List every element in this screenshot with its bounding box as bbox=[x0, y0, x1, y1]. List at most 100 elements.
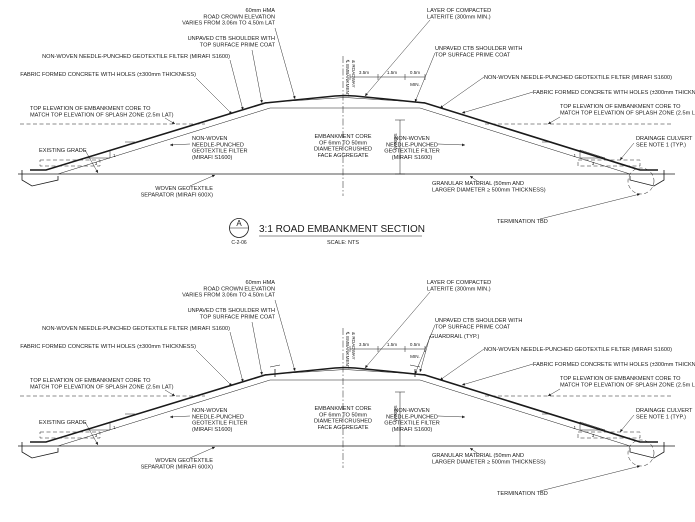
ctb-shoulder-right-label-line: TOP SURFACE PRIME COAT bbox=[435, 324, 511, 330]
laterite-label-line: LATERITE (300mm MIN.) bbox=[427, 14, 491, 20]
leader-arrowhead bbox=[414, 98, 418, 102]
leader-arrowhead bbox=[292, 95, 296, 99]
top-elevation-left-label-line: MATCH TOP ELEVATION OF SPLASH ZONE (2.5m… bbox=[30, 112, 174, 118]
drainage-culvert-label-line: DRAINAGE CULVERT bbox=[636, 136, 693, 142]
slope-indicator-left bbox=[84, 421, 111, 431]
centerline-label: ℄ EMBANKMENT bbox=[345, 331, 350, 369]
slope-indicator-left bbox=[84, 149, 111, 159]
pavement-layer bbox=[264, 97, 426, 103]
termination-leader bbox=[539, 465, 641, 492]
ctb-shoulder-left-label-line: UNPAVED CTB SHOULDER WITH bbox=[188, 36, 275, 42]
leader-arrowhead bbox=[211, 446, 215, 450]
section-title: 3:1 ROAD EMBANKMENT SECTION bbox=[259, 224, 425, 235]
filter-right-leader bbox=[437, 415, 466, 418]
filter-right-label-line: NEEDLE-PUNCHED bbox=[386, 142, 438, 148]
right-toe-block bbox=[629, 442, 665, 459]
leader-arrowhead bbox=[548, 393, 552, 396]
termination-detail-circle bbox=[627, 167, 655, 195]
laterite-label-line: LATERITE (300mm MIN.) bbox=[427, 286, 491, 292]
leader-arrowhead bbox=[636, 465, 640, 469]
top-elevation-left-label-line: MATCH TOP ELEVATION OF SPLASH ZONE (2.5m… bbox=[30, 384, 174, 390]
geotextile-right-leader bbox=[439, 76, 485, 109]
filter-left-label-line: NEEDLE-PUNCHED bbox=[192, 142, 244, 148]
filter-left-label-line: NON-WOVEN bbox=[192, 136, 227, 142]
leader-arrowhead bbox=[260, 371, 263, 375]
geotextile-left-leader bbox=[229, 59, 244, 111]
filter-right-label-line: GEOTEXTILE FILTER bbox=[384, 149, 440, 155]
geotextile-right-label: NON-WOVEN NEEDLE-PUNCHED GEOTEXTILE FILT… bbox=[484, 347, 672, 353]
ctb-shoulder-left-label-line: TOP SURFACE PRIME COAT bbox=[200, 314, 276, 320]
slope-ratio-rise: 1 bbox=[113, 425, 116, 430]
leader-arrowhead bbox=[419, 368, 423, 372]
fabric-concrete-left-label: FABRIC FORMED CONCRETE WITH HOLES (±300m… bbox=[20, 344, 196, 350]
filter-left-leader bbox=[169, 143, 191, 146]
leader-arrowhead bbox=[292, 367, 296, 371]
section-scale: SCALE: NTS bbox=[327, 240, 359, 246]
dimension-1-5m: 1.5m bbox=[387, 70, 397, 75]
hma-label-line: 60mm HMA bbox=[245, 8, 275, 14]
top-elevation-left-label-line: TOP ELEVATION OF EMBANKMENT CORE TO bbox=[30, 106, 151, 112]
fabric-concrete-left-leader bbox=[195, 349, 233, 387]
drainage-culvert-left bbox=[39, 431, 101, 439]
existing-grade-leader bbox=[84, 149, 99, 174]
leader-arrowhead bbox=[95, 441, 98, 445]
embankment-core-label-line: DIAMETER CRUSHED bbox=[314, 419, 372, 425]
geotextile-left-label: NON-WOVEN NEEDLE-PUNCHED GEOTEXTILE FILT… bbox=[42, 54, 230, 60]
embankment-core-label-line: FACE AGGREGATE bbox=[318, 425, 369, 431]
centerline-label: ℄ EMBANKMENT bbox=[345, 59, 350, 97]
ctb-shoulder-right-label-line: TOP SURFACE PRIME COAT bbox=[435, 52, 511, 58]
granular-material-label-line: GRANULAR MATERIAL (50mm AND bbox=[432, 453, 524, 459]
ctb-shoulder-left-leader bbox=[251, 49, 263, 104]
leader-arrowhead bbox=[440, 377, 444, 380]
leader-arrowhead bbox=[462, 415, 465, 419]
embankment-core-label-line: OF 6mm TO 50mm bbox=[319, 140, 367, 146]
slope-indicator-right bbox=[579, 421, 606, 431]
drainage-culvert-label-line: DRAINAGE CULVERT bbox=[636, 408, 693, 414]
centerline-label: & ROADWAY bbox=[351, 60, 356, 88]
leader-arrowhead bbox=[462, 143, 465, 147]
leader-arrowhead bbox=[620, 428, 623, 432]
ctb-shoulder-left-leader bbox=[251, 321, 263, 376]
geotextile-right-label: NON-WOVEN NEEDLE-PUNCHED GEOTEXTILE FILT… bbox=[484, 75, 672, 81]
termination-leader bbox=[539, 193, 641, 220]
fabric-concrete-right-leader bbox=[461, 91, 534, 114]
slope-ratio-rise: 1 bbox=[573, 153, 576, 158]
hma-label-line: VARIES FROM 3.06m TO 4.50m LAT bbox=[182, 21, 275, 27]
geotextile-left-leader bbox=[229, 331, 244, 383]
woven-geotextile-label-line: WOVEN GEOTEXTILE bbox=[155, 186, 213, 192]
slope-ratio-run: 3 bbox=[95, 161, 98, 166]
ctb-shoulder-left-label-line: UNPAVED CTB SHOULDER WITH bbox=[188, 308, 275, 314]
left-toe-block bbox=[21, 170, 59, 187]
ctb-shoulder-left-label-line: TOP SURFACE PRIME COAT bbox=[200, 42, 276, 48]
geotextile-right-leader bbox=[439, 348, 485, 381]
leader-arrowhead bbox=[548, 121, 552, 124]
dimension-0-5m: 0.5m bbox=[410, 70, 420, 75]
drainage-culvert-leader bbox=[619, 414, 635, 433]
centerline-label: & ROADWAY bbox=[351, 332, 356, 360]
drainage-culvert-left bbox=[39, 159, 101, 167]
slope-indicator-right bbox=[579, 149, 606, 159]
hma-label-line: ROAD CROWN ELEVATION bbox=[203, 14, 275, 20]
guardrail-rail-right bbox=[409, 364, 421, 368]
leader-arrowhead bbox=[620, 156, 623, 160]
hma-label-line: VARIES FROM 3.06m TO 4.50m LAT bbox=[182, 293, 275, 299]
leader-arrowhead bbox=[171, 121, 175, 124]
ctb-shoulder-right-leader bbox=[414, 324, 436, 375]
embankment-core-label-line: DIAMETER CRUSHED bbox=[314, 147, 372, 153]
dimension-3-5m: 3.5m bbox=[359, 342, 369, 347]
filter-left-label-line: (MIRAFI S1600) bbox=[192, 427, 233, 433]
